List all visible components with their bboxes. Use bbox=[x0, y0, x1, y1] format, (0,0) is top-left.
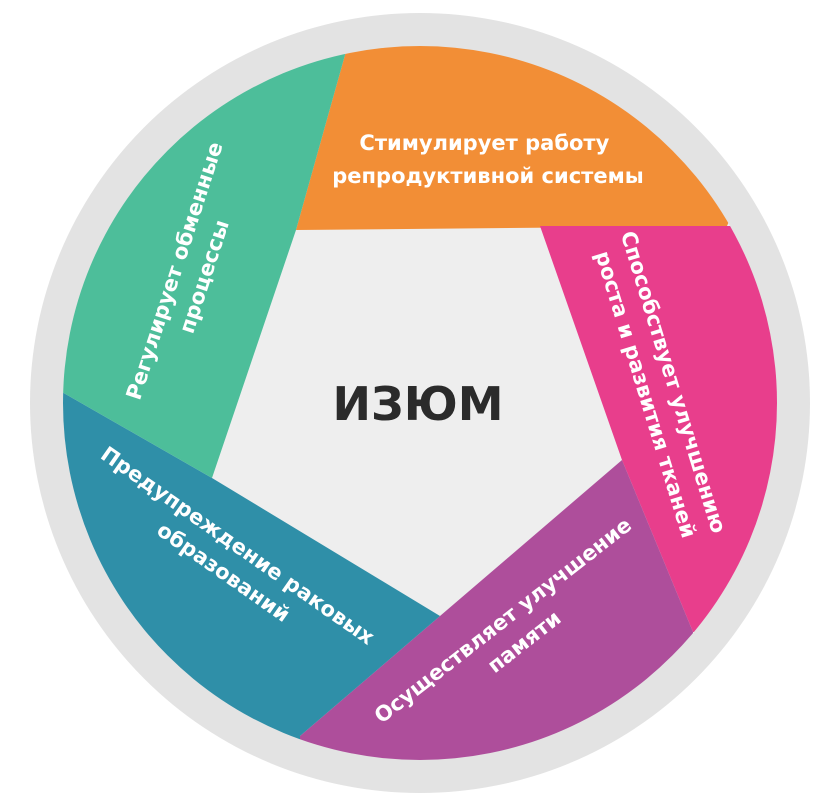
svg-text:Стимулирует работу реп: Стимулирует работу репродуктивной систем… bbox=[332, 131, 643, 188]
center-label: ИЗЮМ bbox=[333, 377, 504, 431]
segment-orange-line-2: репродуктивной системы bbox=[332, 164, 643, 188]
segment-pink bbox=[540, 226, 777, 632]
segment-purple bbox=[300, 460, 693, 760]
segment-orange-label: Стимулирует работу репродуктивной систем… bbox=[332, 131, 643, 188]
segment-orange-line-1: Стимулирует работу bbox=[359, 131, 609, 155]
segments-group bbox=[63, 46, 777, 760]
